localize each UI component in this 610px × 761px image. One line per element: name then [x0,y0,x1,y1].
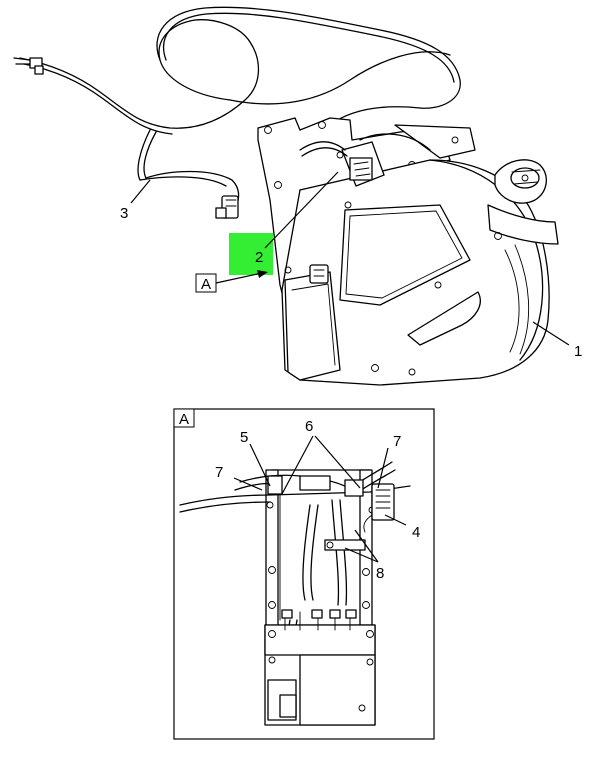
detail-valve-block [264,609,376,726]
view-tag: A [201,276,211,293]
callout-leaders [130,171,570,346]
view-tag-box [195,273,217,293]
callout-1: 1 [574,343,582,360]
detail-tag-box [173,408,195,428]
main-assembly: 1 2 3 A [13,6,582,386]
small-connector [284,264,329,284]
mounting-bracket [257,117,476,306]
detail-clamps [267,475,366,551]
rotary-swivel-fitting [494,159,547,204]
callout-3: 3 [120,205,128,222]
highlight-marker [229,233,273,275]
detail-callout-leaders [233,435,407,563]
callout-8: 8 [376,565,384,582]
callout-6: 6 [305,418,313,435]
detail-view-a: A [173,408,435,740]
electrical-connector [299,133,431,187]
callout-7-right: 7 [393,433,401,450]
hose-reel-housing [281,159,559,386]
callout-5: 5 [240,429,248,446]
callout-2: 2 [255,249,263,266]
detail-connector-block [363,483,395,533]
callout-4: 4 [412,524,420,541]
detail-tag: A [179,411,189,428]
callout-7-left: 7 [215,464,223,481]
